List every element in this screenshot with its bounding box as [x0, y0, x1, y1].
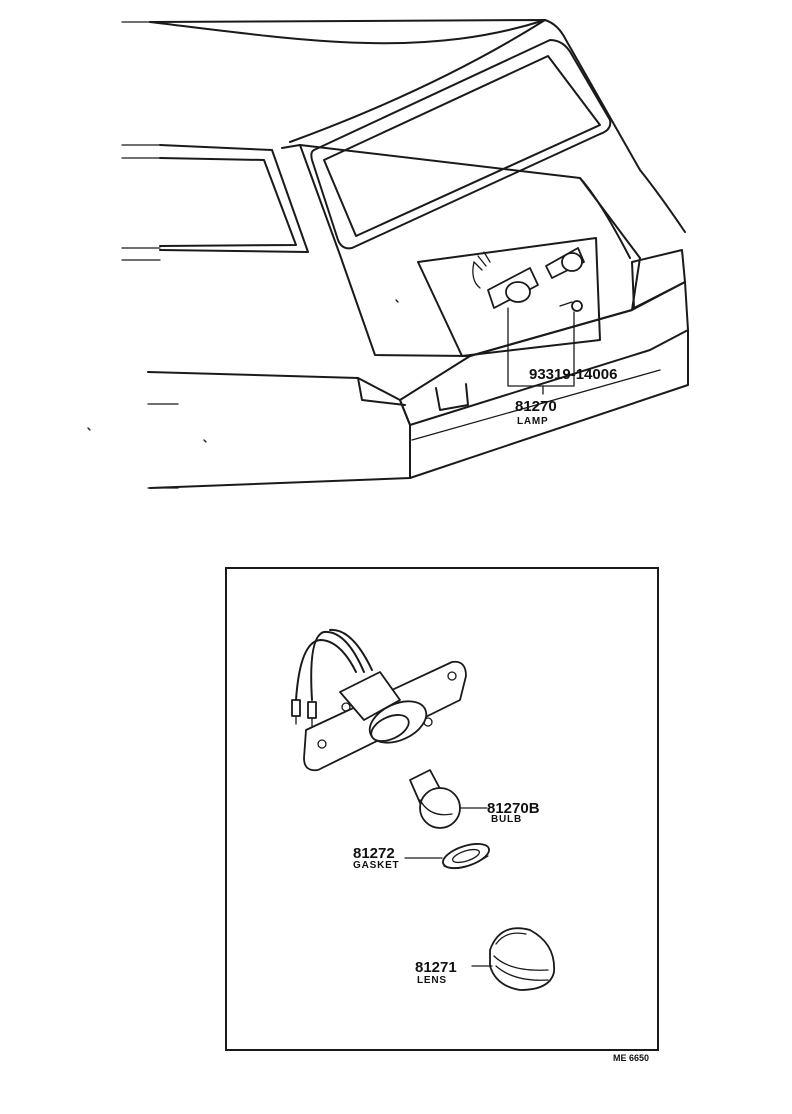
lens-part-number: 81271: [415, 959, 457, 976]
screw-part-number: 93319-14006: [529, 366, 617, 383]
bulb-illustration: [409, 769, 461, 829]
gasket-part-number: 81272: [353, 845, 395, 862]
figure-reference: ME 6650: [613, 1053, 649, 1063]
lamp-part-name: LAMP: [517, 416, 549, 427]
detail-frame: [225, 567, 659, 1051]
gasket-illustration: [442, 843, 490, 870]
bulb-part-name: BULB: [491, 814, 522, 825]
car-rear-illustration: [87, 19, 689, 489]
lamp-housing-illustration: [291, 628, 467, 772]
lamp-part-number: 81270: [515, 398, 557, 415]
bulb-part-number: 81270B: [487, 800, 540, 817]
gasket-part-name: GASKET: [353, 860, 399, 871]
lens-illustration: [489, 927, 555, 991]
lens-part-name: LENS: [417, 975, 447, 986]
